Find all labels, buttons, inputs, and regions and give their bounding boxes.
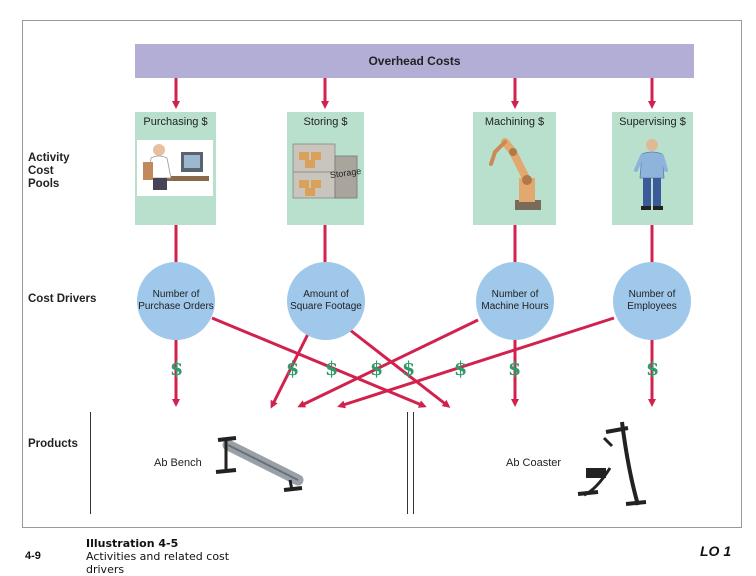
product-ab-bench: Ab Bench — [154, 457, 202, 469]
overhead-costs-label: Overhead Costs — [368, 54, 461, 68]
pool-purchasing: Purchasing $ — [135, 112, 216, 225]
arrow-driver2-bench — [270, 333, 310, 409]
ab-bench-icon — [215, 436, 304, 492]
dollar-sign-2: $ — [286, 358, 300, 380]
activity-cost-pools-label: Activity Cost Pools — [28, 152, 70, 190]
pool-title-storing: Storing $ — [303, 116, 348, 128]
cost-drivers-label: Cost Drivers — [28, 293, 97, 305]
dollar-sign-5: $ — [402, 358, 416, 380]
pool-title-purchasing: Purchasing $ — [143, 116, 208, 128]
caption-title: Illustration 4-5 — [86, 537, 179, 550]
pool-machining: Machining $ — [473, 112, 556, 225]
slide-number: 4-9 — [25, 550, 41, 562]
driver-label-2: Amount of Square Footage — [290, 289, 362, 312]
dollar-sign-7: $ — [508, 358, 522, 380]
driver-purchase-orders: Number of Purchase Orders — [137, 262, 215, 340]
pool-storing: Storing $ Storage — [287, 112, 364, 225]
products-label: Products — [28, 438, 78, 450]
driver-label-4: Number of Employees — [627, 289, 677, 312]
overhead-costs-box: Overhead Costs — [135, 44, 694, 78]
caption-text: Activities and related cost drivers — [86, 550, 230, 576]
illustration-caption: Illustration 4-5 Activities and related … — [86, 537, 246, 576]
purchasing-worker-icon — [137, 140, 213, 196]
storage-boxes-icon: Storage — [292, 143, 362, 199]
driver-square-footage: Amount of Square Footage — [287, 262, 365, 340]
dollar-sign-4: $ — [370, 358, 384, 380]
arrow-driver2-coaster — [349, 328, 451, 408]
supervisor-person-icon — [634, 139, 668, 210]
dollar-sign-6: $ — [454, 358, 468, 380]
driver-label-3: Number of Machine Hours — [481, 289, 549, 312]
driver-machine-hours: Number of Machine Hours — [476, 262, 554, 340]
arrow-driver3-bench — [297, 318, 479, 408]
robot-arm-icon — [489, 138, 541, 210]
storage-icon-text: Storage — [329, 166, 362, 180]
driver-label-1: Number of Purchase Orders — [138, 289, 214, 312]
diagram-frame — [22, 20, 742, 528]
dollar-sign-8: $ — [646, 358, 660, 380]
ab-coaster-icon — [577, 421, 647, 506]
products-divider-2 — [413, 412, 414, 514]
driver-employees: Number of Employees — [613, 262, 691, 340]
arrow-driver4-bench — [337, 316, 615, 409]
dollar-sign-3: $ — [325, 358, 339, 380]
pool-supervising: Supervising $ — [612, 112, 693, 225]
products-divider-1 — [407, 412, 408, 514]
pool-title-machining: Machining $ — [484, 116, 545, 128]
product-ab-coaster: Ab Coaster — [506, 457, 562, 469]
products-left-rule — [90, 412, 91, 514]
learning-objective: LO 1 — [700, 543, 732, 559]
dollar-sign-1: $ — [170, 358, 184, 380]
pool-title-supervising: Supervising $ — [619, 116, 686, 128]
